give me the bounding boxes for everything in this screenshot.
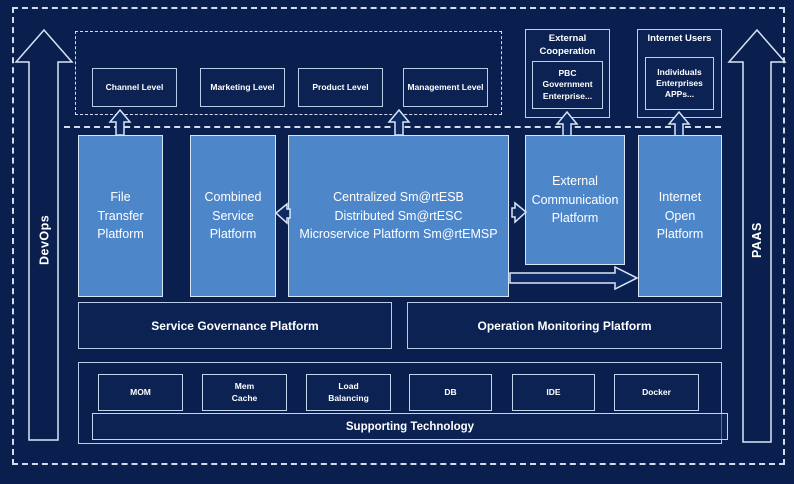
governance-label: Service Governance Platform bbox=[151, 318, 319, 333]
devops-label: DevOps bbox=[37, 214, 52, 266]
supporting-technology-label: Supporting Technology bbox=[345, 420, 475, 433]
external-cooperation-members: PBC Government Enterprise... bbox=[532, 61, 603, 109]
level-box-channel: Channel Level bbox=[92, 68, 177, 107]
supporting-technology-bar: Supporting Technology bbox=[92, 413, 728, 440]
platform-esb-core: Centralized Sm@rtESB Distributed Sm@rtES… bbox=[288, 135, 509, 297]
tech-label: MOM bbox=[130, 386, 151, 397]
external-cooperation-box: External Cooperation PBC Government Ente… bbox=[525, 29, 610, 118]
platform-external-communication: External Communication Platform bbox=[525, 135, 625, 265]
governance-label: Operation Monitoring Platform bbox=[477, 318, 652, 333]
tech-label: IDE bbox=[546, 386, 561, 397]
level-box-management: Management Level bbox=[403, 68, 488, 107]
tech-box-mom: MOM bbox=[98, 374, 183, 411]
platform-label: File Transfer Platform bbox=[97, 189, 144, 242]
tech-label: Mem Cache bbox=[231, 381, 258, 403]
operation-monitoring-platform-box: Operation Monitoring Platform bbox=[407, 302, 722, 349]
supporting-technology-region bbox=[78, 362, 722, 444]
internet-users-members: Individuals Enterprises APPs... bbox=[645, 57, 714, 110]
right-flow-arrow-icon bbox=[511, 201, 528, 224]
up-arrow-icon bbox=[108, 108, 132, 136]
tech-box-db: DB bbox=[409, 374, 492, 411]
tech-label: DB bbox=[444, 386, 457, 397]
devops-up-arrow-icon bbox=[14, 28, 74, 441]
esb-to-internet-open-arrow-icon bbox=[509, 265, 639, 291]
tech-box-load-balancing: Load Balancing bbox=[306, 374, 391, 411]
service-governance-platform-box: Service Governance Platform bbox=[78, 302, 392, 349]
platform-file-transfer: File Transfer Platform bbox=[78, 135, 163, 297]
tech-label: Docker bbox=[642, 386, 671, 397]
platform-label: Centralized Sm@rtESB Distributed Sm@rtES… bbox=[299, 189, 498, 242]
platform-label: Internet Open Platform bbox=[656, 189, 704, 242]
up-arrow-icon bbox=[387, 108, 411, 136]
up-arrow-icon bbox=[555, 110, 579, 138]
internet-users-title: Internet Users bbox=[647, 33, 712, 44]
paas-label: PAAS bbox=[750, 222, 764, 258]
levels-region bbox=[75, 31, 502, 115]
tech-label: Load Balancing bbox=[328, 381, 369, 403]
top-separator-dashed-line bbox=[64, 126, 721, 128]
level-label: Management Level bbox=[407, 82, 484, 93]
outer-dashed-boundary bbox=[12, 7, 785, 465]
level-box-marketing: Marketing Level bbox=[200, 68, 285, 107]
level-box-product: Product Level bbox=[298, 68, 383, 107]
tech-box-mem-cache: Mem Cache bbox=[202, 374, 287, 411]
platform-internet-open: Internet Open Platform bbox=[638, 135, 722, 297]
external-cooperation-title: External Cooperation bbox=[539, 33, 596, 57]
level-label: Marketing Level bbox=[210, 82, 275, 93]
paas-up-arrow-icon bbox=[727, 28, 787, 443]
platform-combined-service: Combined Service Platform bbox=[190, 135, 276, 297]
level-label: Product Level bbox=[312, 82, 369, 93]
level-label: Channel Level bbox=[105, 82, 164, 93]
up-arrow-icon bbox=[667, 110, 691, 138]
left-flow-arrow-icon bbox=[274, 202, 291, 225]
platform-label: External Communication Platform bbox=[531, 173, 619, 226]
platform-label: Combined Service Platform bbox=[204, 189, 262, 242]
tech-box-docker: Docker bbox=[614, 374, 699, 411]
tech-box-ide: IDE bbox=[512, 374, 595, 411]
internet-users-box: Internet Users Individuals Enterprises A… bbox=[637, 29, 722, 118]
